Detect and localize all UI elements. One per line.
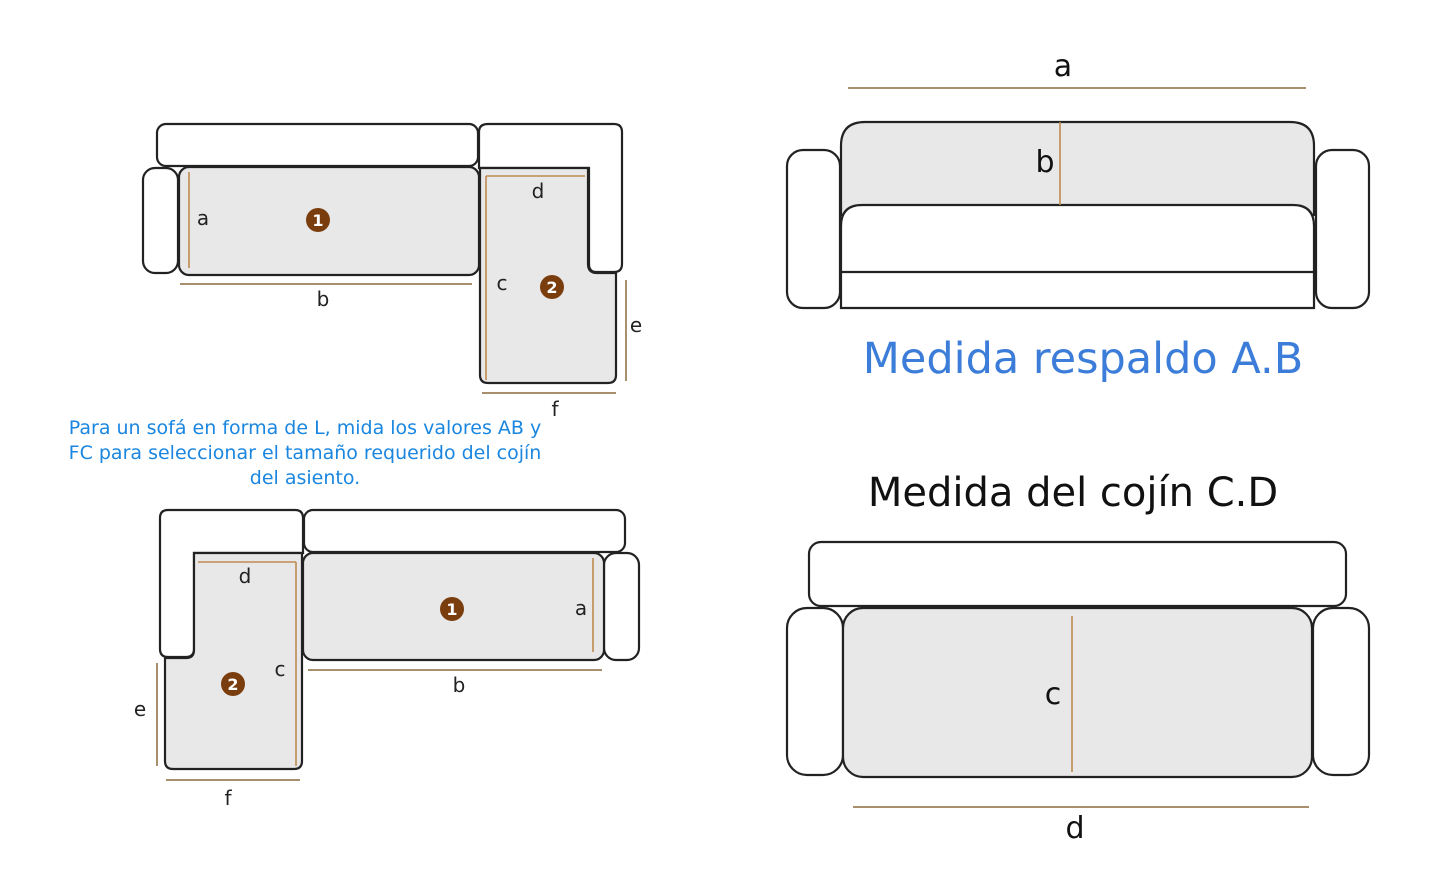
caption-line-1: Para un sofá en forma de L, mida los val… bbox=[69, 417, 541, 439]
badge-2-text: 2 bbox=[546, 278, 557, 297]
seat-cushion bbox=[841, 606, 1314, 779]
seat-front bbox=[839, 203, 1316, 310]
backrest-diagram: a b Medida respaldo A.B bbox=[785, 49, 1371, 384]
l-sofa-chaise-right: a b d c e f 1 2 bbox=[141, 122, 642, 421]
label-e: e bbox=[134, 697, 146, 721]
seat-cushion-2 bbox=[163, 551, 304, 771]
label-d: d bbox=[1065, 811, 1084, 846]
badge-1 bbox=[440, 597, 464, 621]
label-d: d bbox=[532, 179, 545, 203]
label-a: a bbox=[197, 206, 209, 230]
backrest-title: Medida respaldo A.B bbox=[863, 334, 1303, 384]
armrest-left bbox=[785, 606, 845, 777]
label-b: b bbox=[453, 673, 466, 697]
l-sofa-chaise-left: d c a b e f 1 2 bbox=[134, 508, 641, 810]
label-a: a bbox=[575, 596, 587, 620]
badge-2 bbox=[221, 672, 245, 696]
label-f: f bbox=[224, 786, 232, 810]
backrest-long bbox=[155, 122, 480, 168]
badge-2-text: 2 bbox=[227, 675, 238, 694]
instruction-caption: Para un sofá en forma de L, mida los val… bbox=[69, 417, 542, 489]
armrest-right bbox=[1311, 606, 1371, 777]
label-b: b bbox=[317, 287, 330, 311]
cushion-diagram: Medida del cojín C.D c d bbox=[785, 470, 1371, 846]
label-c: c bbox=[497, 271, 508, 295]
label-e: e bbox=[630, 313, 642, 337]
armrest-left bbox=[785, 148, 842, 310]
label-b: b bbox=[1035, 145, 1054, 180]
label-f: f bbox=[551, 397, 559, 421]
backrest-long bbox=[302, 508, 627, 554]
label-a: a bbox=[1054, 49, 1072, 84]
cushion-title: Medida del cojín C.D bbox=[868, 470, 1278, 516]
backrest bbox=[807, 540, 1348, 608]
seat-cushion-2 bbox=[478, 166, 618, 385]
badge-1-text: 1 bbox=[312, 211, 323, 230]
caption-line-2: FC para seleccionar el tamaño requerido … bbox=[69, 442, 542, 464]
armrest-right bbox=[602, 551, 641, 662]
armrest-right bbox=[1314, 148, 1371, 310]
label-c: c bbox=[275, 657, 286, 681]
backrest-cushion bbox=[839, 120, 1316, 217]
label-c: c bbox=[1045, 677, 1062, 712]
label-d: d bbox=[239, 564, 252, 588]
caption-line-3: del asiento. bbox=[250, 467, 360, 489]
badge-1-text: 1 bbox=[446, 600, 457, 619]
badge-1 bbox=[306, 208, 330, 232]
badge-2 bbox=[540, 275, 564, 299]
armrest-left bbox=[141, 166, 180, 275]
